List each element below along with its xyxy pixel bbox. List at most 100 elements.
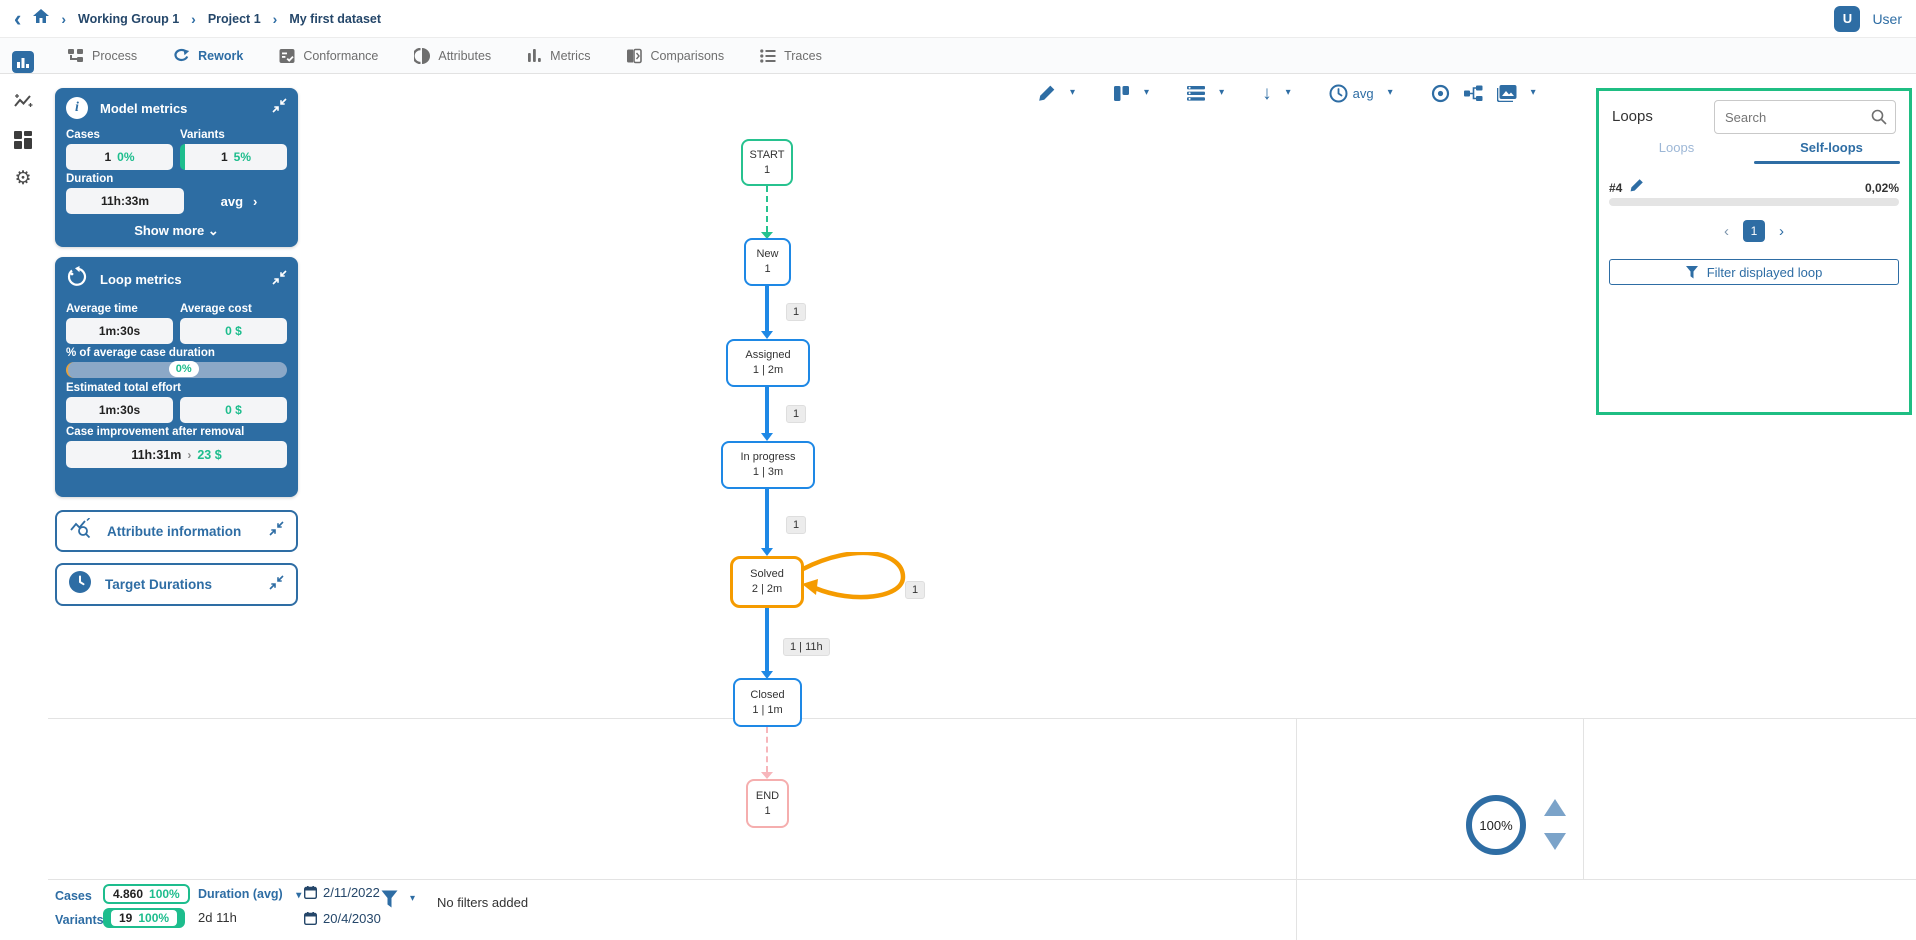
breadcrumb-workspace[interactable]: Working Group 1	[78, 11, 180, 26]
layout-icon	[1114, 85, 1130, 101]
page-number[interactable]: 1	[1743, 220, 1765, 242]
arrowhead	[761, 772, 773, 779]
loop-progress-bar	[1609, 198, 1899, 206]
focus-node-button[interactable]	[1431, 84, 1450, 103]
target-icon	[1431, 84, 1449, 102]
duration-mode-selector[interactable]: avg ›	[191, 194, 287, 209]
filter-control[interactable]: ▾	[381, 890, 415, 908]
sort-direction-button[interactable]: ↓	[1262, 84, 1272, 103]
page-next-icon[interactable]: ›	[1779, 222, 1784, 240]
back-icon[interactable]: ‹	[14, 5, 22, 31]
cases-stat-pill[interactable]: 4.860 100%	[103, 884, 190, 904]
home-icon[interactable]	[33, 8, 50, 29]
canvas-bottom-divider	[48, 718, 1916, 719]
loop-list-item[interactable]: #4 0,02%	[1609, 178, 1899, 197]
calendar-icon	[304, 886, 317, 899]
tab-metrics[interactable]: Metrics	[527, 48, 590, 63]
zoom-out-button[interactable]	[1544, 833, 1566, 850]
edge-frequency-badge[interactable]: 1	[786, 516, 807, 534]
search-icon[interactable]	[1871, 109, 1887, 130]
attribute-chart-icon	[69, 516, 93, 545]
hierarchy-button[interactable]	[1463, 85, 1483, 102]
active-tab-underline	[1754, 161, 1900, 164]
variants-stat-pill[interactable]: 19 100%	[103, 908, 186, 928]
caret-down-icon[interactable]: ▾	[1387, 87, 1393, 98]
edge-frequency-badge[interactable]: 1 | 11h	[783, 638, 830, 656]
target-durations-panel[interactable]: Target Durations	[55, 563, 298, 606]
date-to-field[interactable]: 20/4/2030	[304, 911, 381, 926]
caret-down-icon[interactable]: ▾	[410, 893, 416, 904]
tab-conformance[interactable]: Conformance	[279, 48, 378, 64]
caret-down-icon: ▾	[296, 890, 302, 901]
caret-down-icon[interactable]: ▾	[1070, 87, 1076, 98]
date-from-field[interactable]: 2/11/2022	[304, 885, 380, 900]
self-loop-frequency-badge[interactable]: 1	[905, 581, 926, 599]
breadcrumb-project[interactable]: Project 1	[207, 11, 261, 26]
breadcrumb-dataset[interactable]: My first dataset	[289, 11, 382, 26]
diagram-node-solved[interactable]: Solved 2 | 2m	[730, 556, 804, 608]
diagram-node-assigned[interactable]: Assigned 1 | 2m	[726, 339, 810, 387]
caret-down-icon[interactable]: ▾	[1530, 87, 1536, 98]
tab-loops-inner[interactable]: Loops	[1658, 140, 1695, 155]
sidebar-item-dashboards[interactable]	[12, 129, 34, 151]
diagram-edge-solved-closed[interactable]	[765, 608, 769, 672]
diagram-node-closed[interactable]: Closed 1 | 1m	[733, 678, 802, 727]
diagram-edge-assigned-inprogress[interactable]	[765, 387, 769, 434]
node-label: START	[749, 148, 785, 161]
sidebar-item-settings[interactable]: ⚙	[12, 167, 34, 189]
node-label: Solved	[750, 568, 784, 581]
variants-stat-label: Variants	[55, 913, 104, 927]
self-loop-edge[interactable]	[801, 552, 926, 612]
image-icon	[1496, 84, 1517, 102]
search-input[interactable]	[1714, 100, 1896, 134]
chevron-right-icon: ›	[253, 193, 258, 209]
sidebar-item-trends[interactable]	[12, 90, 34, 112]
sidebar-item-analytics[interactable]	[12, 51, 34, 73]
caret-down-icon[interactable]: ▾	[1219, 87, 1225, 98]
collapse-icon[interactable]	[269, 521, 284, 541]
tab-label: Traces	[784, 48, 822, 63]
diagram-node-in-progress[interactable]: In progress 1 | 3m	[721, 441, 815, 489]
tab-traces[interactable]: Traces	[760, 49, 822, 63]
attribute-information-panel[interactable]: Attribute information	[55, 510, 298, 552]
improvement-value: 11h:31m › 23 $	[66, 441, 287, 468]
node-frequency: 1	[764, 804, 771, 817]
tab-label: Rework	[198, 48, 244, 63]
list-view-button[interactable]	[1187, 85, 1206, 101]
filter-displayed-loop-button[interactable]: Filter displayed loop	[1609, 259, 1899, 285]
user-name[interactable]: User	[1872, 10, 1902, 27]
tab-process[interactable]: Process	[68, 48, 137, 64]
diagram-node-new[interactable]: New 1	[744, 238, 791, 286]
info-icon[interactable]: i	[66, 97, 88, 119]
layout-tool-button[interactable]	[1113, 85, 1130, 102]
caret-down-icon[interactable]: ▾	[1144, 87, 1150, 98]
diagram-edge-start-new[interactable]	[766, 186, 768, 232]
tab-self-loops[interactable]: Self-loops	[1800, 140, 1863, 155]
user-avatar[interactable]: U	[1834, 5, 1861, 32]
diagram-edge-new-assigned[interactable]	[765, 286, 769, 332]
edge-frequency-badge[interactable]: 1	[786, 303, 807, 321]
zoom-in-button[interactable]	[1544, 799, 1566, 816]
date-to-value: 20/4/2030	[323, 911, 381, 926]
caret-down-icon[interactable]: ▾	[1285, 87, 1291, 98]
tab-comparisons[interactable]: Comparisons	[626, 48, 724, 64]
edit-pencil-icon[interactable]	[1630, 178, 1644, 197]
edit-tool-button[interactable]	[1038, 84, 1056, 102]
duration-stat-selector[interactable]: Duration (avg) ▾	[198, 887, 301, 901]
show-more-button[interactable]: Show more ⌄	[66, 223, 287, 239]
export-image-button[interactable]	[1496, 84, 1517, 102]
tab-attributes[interactable]: Attributes	[414, 47, 491, 64]
loop-percentage: 0,02%	[1864, 180, 1899, 195]
diagram-node-start[interactable]: START 1	[741, 139, 793, 186]
diagram-edge-closed-end[interactable]	[766, 727, 768, 772]
collapse-icon[interactable]	[269, 574, 284, 595]
collapse-icon[interactable]	[272, 98, 287, 118]
collapse-icon[interactable]	[272, 269, 287, 290]
edge-frequency-badge[interactable]: 1	[786, 405, 807, 423]
tab-rework[interactable]: Rework	[173, 48, 243, 63]
zoom-level-indicator[interactable]: 100%	[1466, 795, 1526, 855]
diagram-node-end[interactable]: END 1	[746, 779, 789, 828]
page-prev-icon[interactable]: ‹	[1724, 222, 1729, 240]
diagram-edge-inprogress-solved[interactable]	[765, 489, 769, 549]
duration-mode-button[interactable]: avg	[1329, 84, 1374, 103]
